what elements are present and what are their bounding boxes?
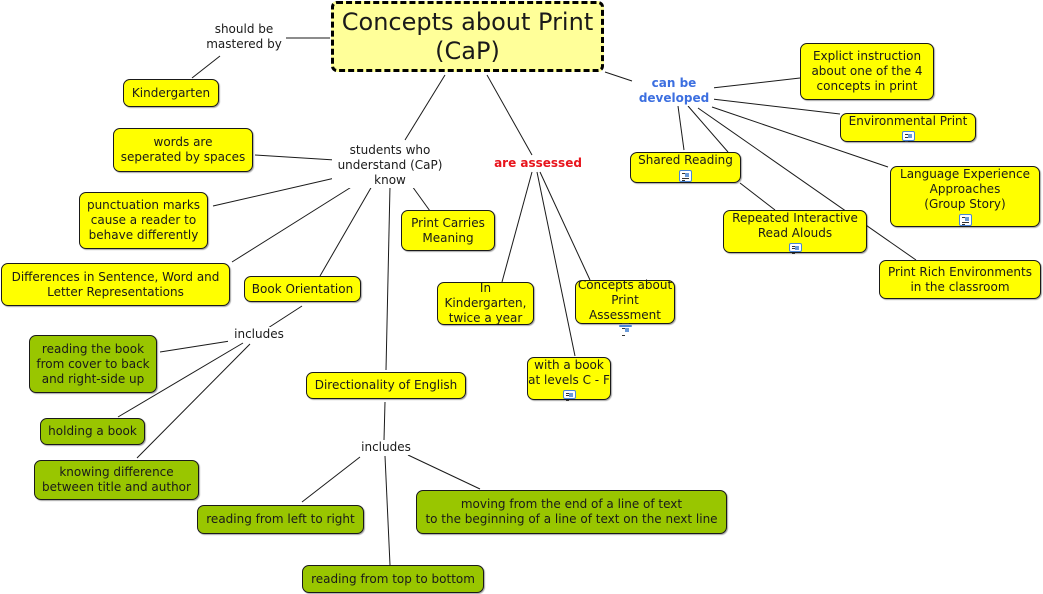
edge [677, 105, 685, 151]
edge [711, 77, 801, 89]
edge [385, 185, 391, 371]
edge [301, 456, 361, 503]
node-label: Book Orientation [251, 281, 354, 296]
node-explicit-instruction[interactable]: Explict instruction about one of the 4 c… [800, 43, 934, 100]
edge [117, 342, 244, 418]
node-label: Shared Reading [638, 153, 733, 167]
node-in-kindergarten-twice[interactable]: In Kindergarten, twice a year [437, 281, 534, 325]
node-label: Print Carries Meaning [411, 215, 485, 245]
node-label: In Kindergarten, twice a year [444, 281, 527, 325]
attached-resource-icon[interactable] [958, 214, 972, 226]
node-label: words are seperated by spaces [120, 135, 246, 164]
node-language-experience[interactable]: Language Experience Approaches (Group St… [890, 166, 1040, 227]
node-differences[interactable]: Differences in Sentence, Word and Letter… [1, 263, 230, 306]
edge [604, 71, 633, 82]
edge [711, 98, 841, 115]
edge [486, 74, 533, 156]
node-label: with a book at levels C - F [528, 358, 610, 387]
root-concept-label: Concepts about Print (CaP) [341, 7, 594, 65]
node-label: Print Rich Environments in the classroom [888, 264, 1032, 294]
edge [191, 55, 221, 79]
node-kindergarten[interactable]: Kindergarten [123, 79, 219, 107]
link-includes-directionality[interactable]: includes [355, 440, 417, 455]
edge [404, 74, 446, 141]
attached-resource-icon[interactable] [679, 170, 692, 182]
edge [536, 171, 576, 357]
node-label: Kindergarten [131, 85, 211, 100]
node-label: Environmental Print [848, 114, 968, 128]
edge [231, 185, 354, 263]
link-are-assessed[interactable]: are assessed [488, 156, 588, 171]
attached-resource-icon[interactable] [618, 322, 632, 336]
node-label: Differences in Sentence, Word and Letter… [11, 269, 220, 299]
node-label: moving from the end of a line of text to… [425, 497, 718, 526]
edge [697, 107, 917, 261]
link-includes-book[interactable]: includes [228, 327, 290, 342]
node-label: punctuation marks cause a reader to beha… [86, 198, 201, 242]
edge [254, 154, 336, 161]
edge [136, 343, 251, 459]
edge [711, 106, 889, 168]
node-label: reading from top to bottom [311, 571, 475, 586]
node-cap-assessment[interactable]: Concepts about Print Assessment [575, 277, 675, 336]
edge [212, 177, 336, 207]
edge [384, 455, 391, 566]
node-moving-line[interactable]: moving from the end of a line of text to… [416, 490, 727, 534]
node-holding-a-book[interactable]: holding a book [40, 418, 145, 445]
link-students-who-understand[interactable]: students who understand (CaP) know [332, 143, 448, 188]
node-label: reading from left to right [206, 512, 355, 526]
root-concept-node[interactable]: Concepts about Print (CaP) [331, 1, 604, 72]
node-label: reading the book from cover to back and … [36, 341, 150, 386]
edge [407, 454, 481, 490]
node-label: holding a book [48, 424, 137, 438]
node-reading-cover-to-back[interactable]: reading the book from cover to back and … [29, 335, 157, 393]
edge [687, 105, 729, 153]
node-label: knowing difference between title and aut… [42, 465, 191, 494]
node-label: Concepts about Print Assessment [577, 277, 673, 322]
edge [739, 182, 776, 211]
link-should-be-mastered-by[interactable]: should be mastered by [202, 22, 286, 52]
attached-resource-icon[interactable] [788, 243, 802, 254]
node-book-orientation[interactable]: Book Orientation [244, 276, 361, 302]
node-label: Explict instruction about one of the 4 c… [811, 49, 923, 93]
link-can-be-developed[interactable]: can be developed [634, 76, 714, 106]
node-book-levels[interactable]: with a book at levels C - F [527, 357, 611, 401]
edge [383, 401, 386, 441]
node-words-separated[interactable]: words are seperated by spaces [113, 128, 253, 172]
edge [501, 171, 533, 283]
edge [539, 171, 591, 281]
node-shared-reading[interactable]: Shared Reading [630, 152, 741, 183]
node-left-to-right[interactable]: reading from left to right [197, 505, 364, 534]
edge [411, 185, 431, 212]
node-label: Repeated Interactive Read Alouds [732, 211, 858, 240]
node-print-rich-environments[interactable]: Print Rich Environments in the classroom [879, 260, 1041, 299]
node-punctuation[interactable]: punctuation marks cause a reader to beha… [79, 192, 208, 249]
node-label: Language Experience Approaches (Group St… [900, 167, 1030, 211]
node-directionality[interactable]: Directionality of English [306, 372, 466, 399]
node-repeated-read-alouds[interactable]: Repeated Interactive Read Alouds [723, 210, 867, 254]
edge [267, 305, 303, 329]
node-print-carries-meaning[interactable]: Print Carries Meaning [401, 210, 495, 251]
node-top-to-bottom[interactable]: reading from top to bottom [302, 565, 484, 593]
node-environmental-print[interactable]: Environmental Print [840, 113, 976, 142]
attached-resource-icon[interactable] [562, 390, 576, 401]
attached-resource-icon[interactable] [901, 131, 915, 142]
node-label: Directionality of English [314, 378, 458, 392]
edge [319, 185, 373, 277]
node-title-author[interactable]: knowing difference between title and aut… [34, 460, 199, 500]
edge [159, 340, 231, 353]
